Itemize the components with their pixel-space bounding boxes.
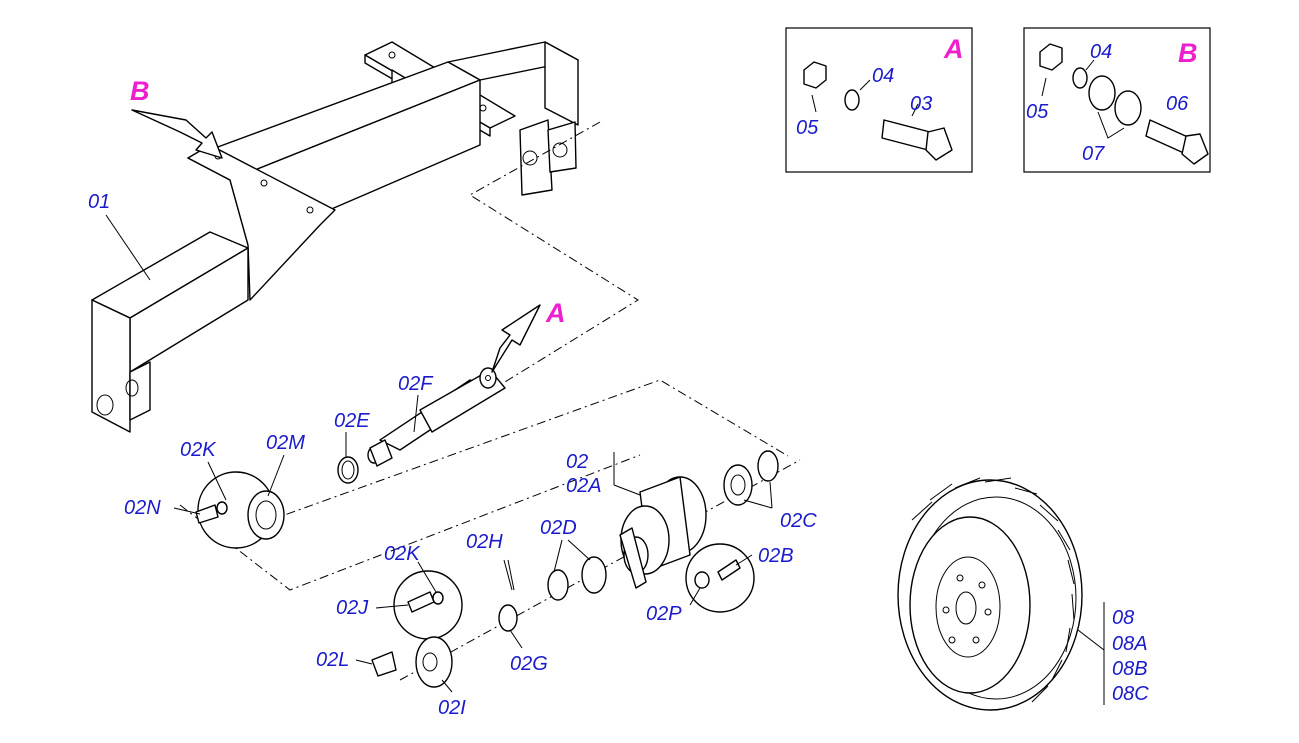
- label-frame: 01: [88, 191, 110, 213]
- inner-bearing-cone: [547, 569, 569, 601]
- hub-cap-flange: [247, 490, 285, 540]
- spindle-reference-label: A: [545, 298, 566, 328]
- castle-nut: [498, 604, 518, 632]
- label-inner-bearing: 02D: [540, 517, 577, 539]
- label-lock-washer-lower: 02K: [384, 543, 421, 565]
- grease-fitting: [371, 651, 397, 677]
- label-wheel-stud: 02B: [758, 545, 794, 567]
- detail-b-label-nut: 05: [1026, 101, 1049, 123]
- detail-b-flat-washer-1: [1088, 75, 1116, 111]
- detail-b-label-bolt: 06: [1166, 93, 1189, 115]
- label-cap-screw: 02N: [124, 497, 161, 519]
- label-dust-cap: 02I: [438, 697, 466, 719]
- detail-a-washer: [844, 89, 860, 111]
- bearing-outer: [723, 464, 753, 506]
- label-cotter-pin: 02H: [466, 531, 503, 553]
- label-spindle: 02F: [398, 373, 434, 395]
- dust-cap: [415, 636, 453, 688]
- seal-ring: [337, 456, 359, 484]
- label-hub-a: 02A: [566, 475, 602, 497]
- label-wheel-c: 08C: [1112, 683, 1149, 705]
- label-castle-nut: 02G: [510, 653, 548, 675]
- bearing-cone: [757, 450, 779, 482]
- label-hub-cap-flange: 02M: [266, 432, 305, 454]
- inner-bearing-cup: [581, 556, 607, 594]
- frame-front-lug: [91, 299, 131, 433]
- detail-a-label-washer: 04: [872, 65, 894, 87]
- label-seal: 02E: [334, 410, 370, 432]
- detail-b-ref-letter: B: [1178, 38, 1198, 68]
- frame-assembly: [91, 41, 579, 433]
- cotter-pin: [503, 559, 513, 591]
- centerline-frame: [469, 121, 639, 386]
- centerline-hub: [214, 379, 789, 541]
- hub: [619, 476, 707, 589]
- label-stud-nut: 02P: [646, 603, 682, 625]
- frame-rear-lug: [519, 119, 553, 196]
- wheel-rim: [909, 516, 1031, 694]
- frame-gusset: [187, 144, 336, 301]
- detail-b-label-washer: 04: [1090, 41, 1112, 63]
- detail-b-label-flat-washers: 07: [1082, 143, 1105, 165]
- detail-a-ref-letter: A: [943, 34, 964, 64]
- label-grease-fitting: 02L: [316, 649, 349, 671]
- frame-reference-label: B: [130, 76, 150, 106]
- label-lock-washer-upper: 02K: [180, 439, 217, 461]
- detail-a-label-bolt: 03: [910, 93, 932, 115]
- reference-arrow-b: B: [130, 76, 223, 159]
- spindle: [367, 367, 506, 467]
- label-hub: 02: [566, 451, 588, 473]
- label-outer-bearing: 02C: [780, 510, 817, 532]
- detail-b-washer: [1072, 67, 1088, 89]
- detail-b-flat-washer-2: [1114, 90, 1142, 126]
- detail-a-label-nut: 05: [796, 117, 819, 139]
- label-wheel: 08: [1112, 607, 1134, 629]
- wheel-assembly: [897, 477, 1083, 711]
- label-wheel-b: 08B: [1112, 658, 1148, 680]
- detail-a-nut: [803, 61, 827, 89]
- detail-b-nut: [1039, 43, 1063, 71]
- leader-lines: [105, 214, 1105, 705]
- label-cap-bolt: 02J: [336, 597, 369, 619]
- label-wheel-a: 08A: [1112, 633, 1148, 655]
- reference-arrow-a: A: [491, 298, 566, 373]
